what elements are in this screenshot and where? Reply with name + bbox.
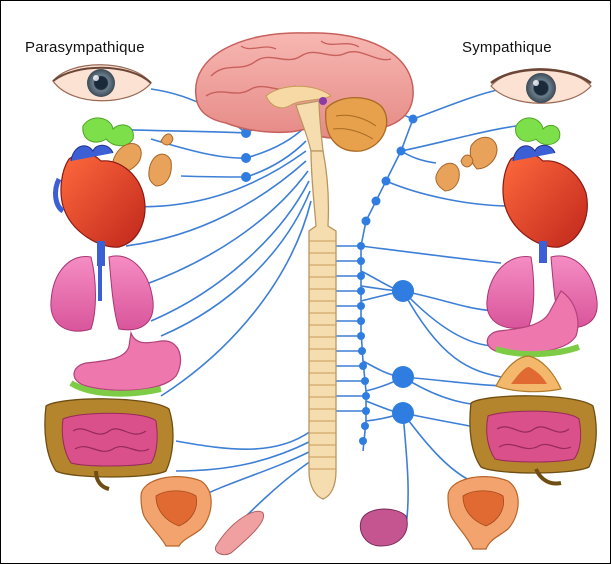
left-thyroid-gland [83,118,134,146]
right-heart [503,145,587,263]
right-salivary-glands [436,137,497,191]
left-stomach [71,333,181,394]
right-thyroid-gland [516,118,560,145]
reproductive-organ-center [360,509,407,546]
right-intestines [470,396,596,484]
left-bladder [141,477,211,546]
left-intestines [45,399,173,489]
right-eye [491,69,591,104]
reproductive-organ-left [215,511,263,554]
right-bladder [448,477,518,549]
right-adrenal-gland [496,356,561,392]
right-lungs [487,256,597,328]
brain [196,33,413,151]
left-lungs [51,256,153,331]
spinal-cord [309,151,336,499]
left-eye [53,65,151,101]
